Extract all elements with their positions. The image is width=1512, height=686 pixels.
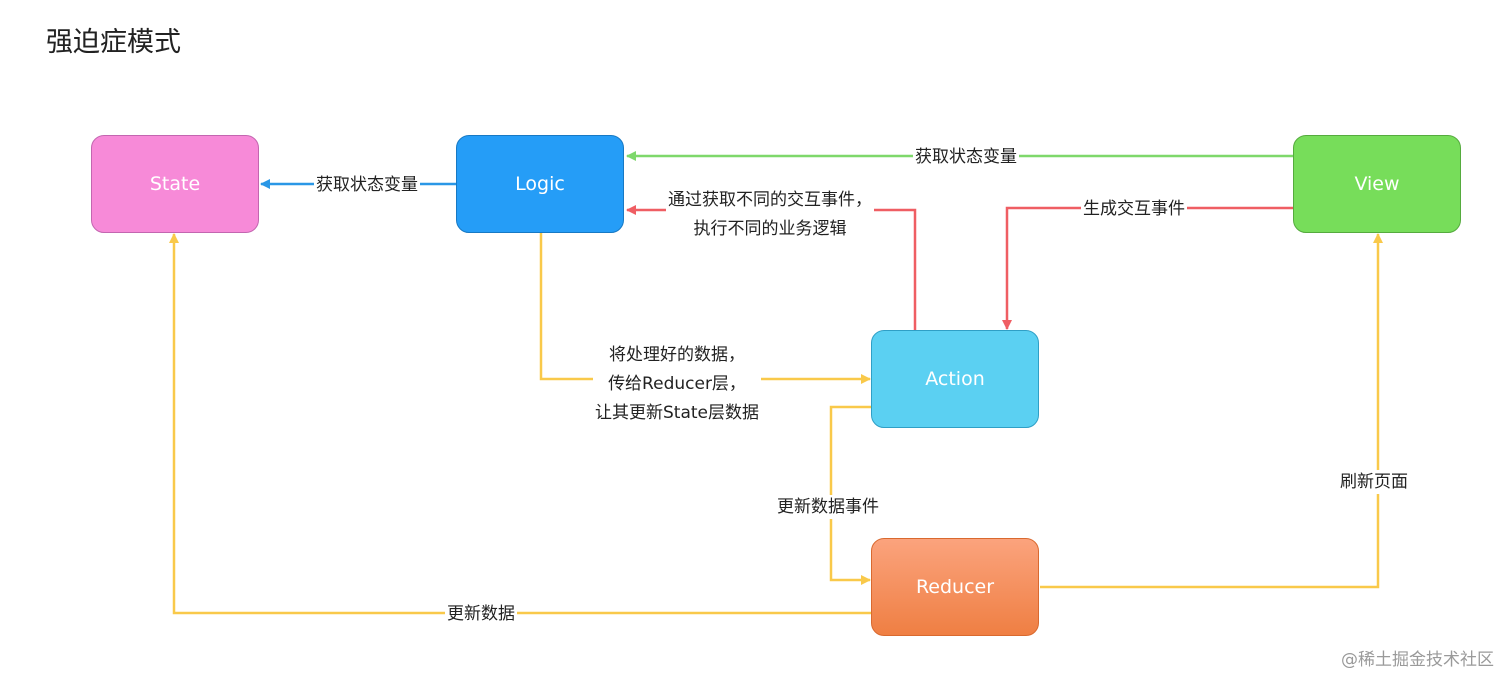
edge-reducer-to-view: [1040, 233, 1383, 589]
edge-view-to-action: [1002, 206, 1293, 330]
edge-label-logic-state: 获取状态变量: [314, 173, 420, 197]
edge-label-view-action: 生成交互事件: [1081, 197, 1187, 221]
page-title: 强迫症模式: [46, 27, 181, 58]
node-action[interactable]: Action: [871, 330, 1039, 428]
edge-label-action-reducer: 更新数据事件: [775, 495, 881, 519]
watermark-text: @稀土掘金技术社区: [1341, 650, 1494, 670]
edge-label-logic-action: 将处理好的数据， 传给Reducer层， 让其更新State层数据: [593, 341, 761, 428]
edge-action-to-reducer: [829, 405, 871, 585]
edge-label-reducer-state: 更新数据: [445, 602, 517, 626]
node-logic[interactable]: Logic: [456, 135, 624, 233]
edge-label-reducer-view: 刷新页面: [1338, 470, 1410, 494]
node-view[interactable]: View: [1293, 135, 1461, 233]
edge-label-action-logic: 通过获取不同的交互事件， 执行不同的业务逻辑: [666, 186, 874, 244]
node-state[interactable]: State: [91, 135, 259, 233]
edge-reducer-to-state: [169, 233, 871, 615]
edge-label-view-logic: 获取状态变量: [913, 145, 1019, 169]
node-reducer[interactable]: Reducer: [871, 538, 1039, 636]
